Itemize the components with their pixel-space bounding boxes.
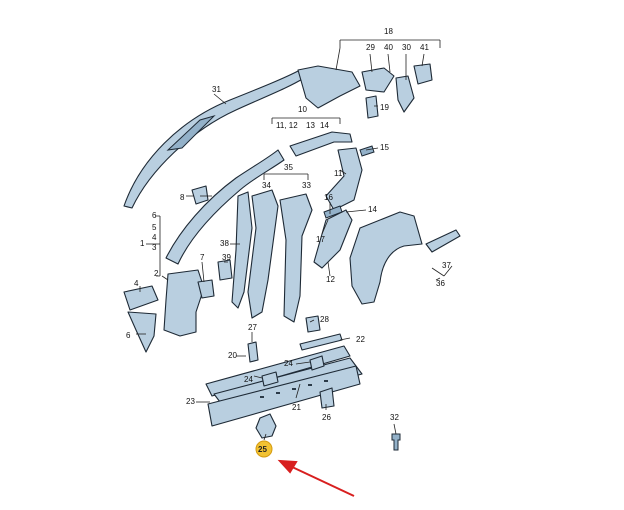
label-10: 10 [298, 105, 307, 114]
label-26: 26 [322, 413, 331, 422]
label-1: 1 [140, 239, 145, 248]
bracket-part-28 [305, 315, 321, 333]
red-pointer-arrow [277, 459, 355, 497]
bracket-part-8 [191, 185, 209, 205]
leader-lines [136, 39, 453, 441]
label-29: 29 [366, 43, 375, 52]
rear-upper-bracket-part-41 [413, 63, 433, 85]
sill-holes [260, 380, 328, 398]
rear-upper-bracket-part-40 [361, 67, 395, 93]
label-14-top: 14 [320, 121, 329, 130]
highlighted-callout-25[interactable]: 25 [255, 440, 273, 458]
clip-part-15 [359, 145, 375, 157]
label-7: 7 [200, 253, 205, 262]
label-15: 15 [380, 143, 389, 152]
c-pillar-part-11 [325, 147, 363, 211]
label-40: 40 [384, 43, 393, 52]
c-pillar-lower-part-12 [313, 209, 353, 269]
label-41: 41 [420, 43, 429, 52]
jack-mount-part-25 [255, 413, 277, 439]
label-19: 19 [380, 103, 389, 112]
label-16: 16 [324, 193, 333, 202]
bracket-part-6 [127, 311, 157, 353]
roof-rail-inner-part [166, 114, 216, 151]
label-3: 3 [152, 243, 157, 252]
bolt-part-32 [391, 433, 401, 451]
reinforcement-part-24b [309, 355, 325, 371]
b-pillar-part-33 [279, 193, 313, 323]
arch-trim-part-37 [425, 229, 461, 253]
label-39: 39 [222, 253, 231, 262]
bracket-part-27 [247, 341, 259, 363]
label-21: 21 [292, 403, 301, 412]
label-4-upper: 4 [152, 233, 157, 242]
label-4: 4 [134, 279, 139, 288]
label-8: 8 [180, 193, 185, 202]
label-2: 2 [154, 269, 159, 278]
label-24-a: 24 [244, 375, 253, 384]
rear-upper-bracket-part-30 [395, 75, 415, 113]
label-20: 20 [228, 351, 237, 360]
rear-upper-bracket-part-29 [297, 65, 361, 109]
label-32: 32 [390, 413, 399, 422]
label-6-upper: 6 [152, 211, 157, 220]
small-bracket-part-39 [217, 259, 233, 281]
label-22: 22 [356, 335, 365, 344]
label-12: 12 [326, 275, 335, 284]
label-6: 6 [126, 331, 131, 340]
frame-part-13 [289, 131, 353, 157]
highlight-badge [255, 440, 273, 458]
label-23: 23 [186, 397, 195, 406]
callout-labels: 18 29 40 30 41 31 19 10 11, 12 13 14 15 … [126, 27, 451, 422]
label-24-b: 24 [284, 359, 293, 368]
jack-point-part-26 [319, 387, 335, 409]
rear-wheel-arch-part-36 [349, 211, 423, 305]
label-25: 25 [258, 445, 267, 454]
label-37: 37 [442, 261, 451, 270]
label-14: 14 [368, 205, 377, 214]
a-pillar-part-1 [165, 149, 285, 265]
small-bracket-part-19 [365, 95, 379, 119]
label-11-12: 11, 12 [276, 121, 298, 130]
label-35: 35 [284, 163, 293, 172]
clip-part-16 [323, 205, 343, 219]
small-bracket-part-7 [197, 279, 215, 299]
sill-outer-part-23 [207, 365, 361, 427]
a-pillar-lower-part-2 [163, 269, 205, 337]
bracket-part-4 [123, 285, 159, 311]
b-pillar-part-34 [247, 189, 279, 319]
label-18: 18 [384, 27, 393, 36]
label-33: 33 [302, 181, 311, 190]
reinforcement-part-24a [261, 371, 279, 387]
label-31: 31 [212, 85, 221, 94]
label-5: 5 [152, 223, 157, 232]
label-30: 30 [402, 43, 411, 52]
sill-cover-part-22 [299, 333, 343, 351]
b-pillar-inner-part-38 [231, 191, 253, 309]
label-36: 36 [436, 279, 445, 288]
label-13: 13 [306, 121, 315, 130]
label-11: 11 [334, 169, 343, 178]
label-38: 38 [220, 239, 229, 248]
label-27: 27 [248, 323, 257, 332]
label-28: 28 [320, 315, 329, 324]
label-34: 34 [262, 181, 271, 190]
label-17: 17 [316, 235, 325, 244]
